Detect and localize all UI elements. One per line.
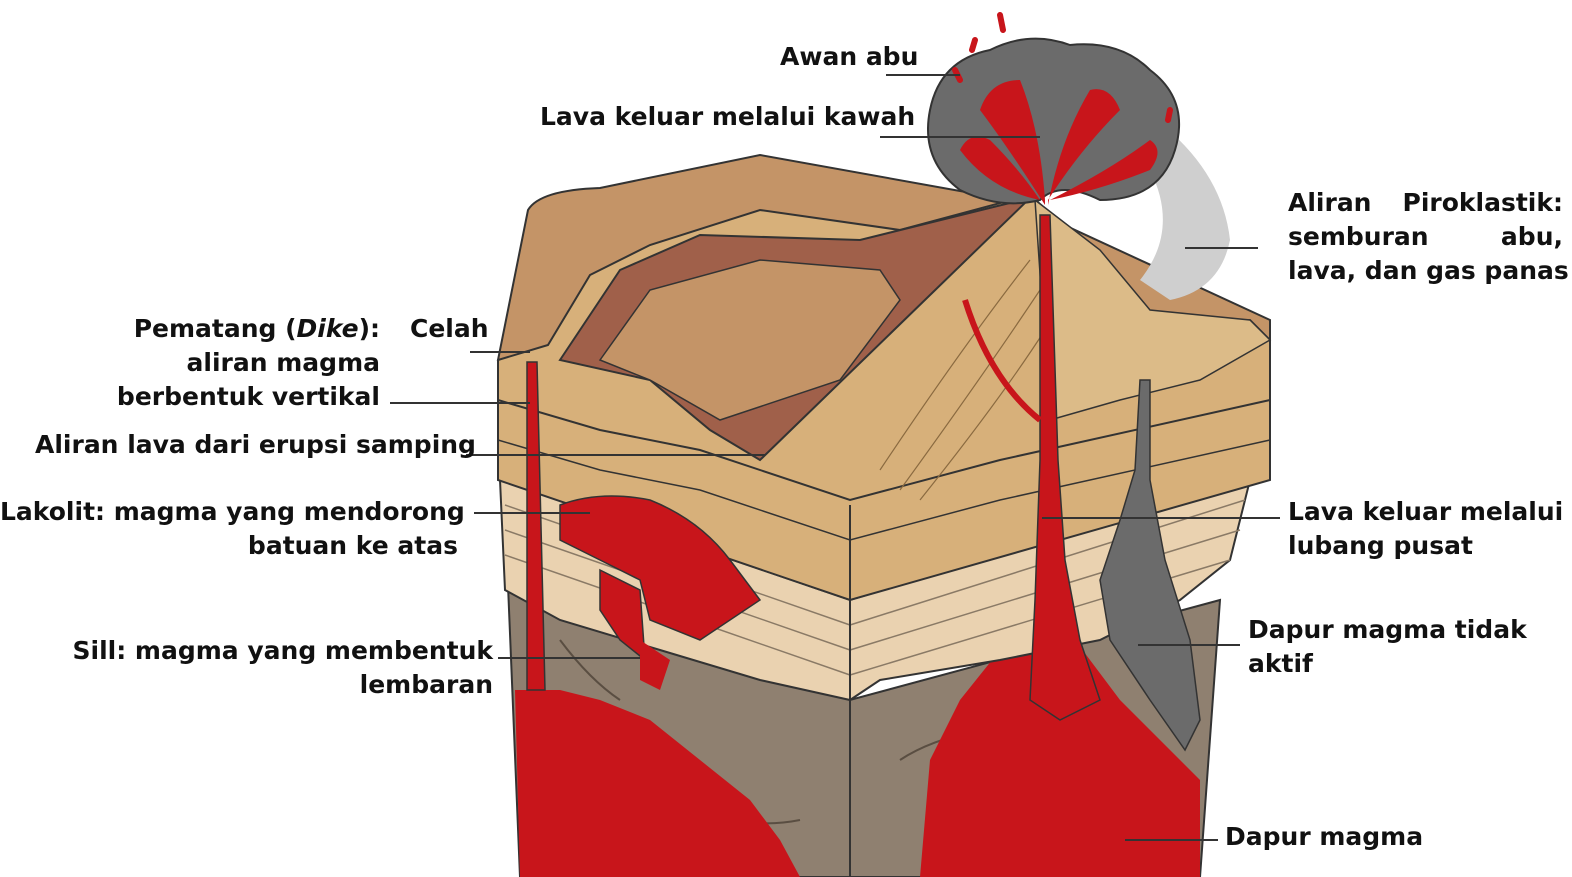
label-lava-pusat: Lava keluar melalui lubang pusat <box>1288 495 1563 563</box>
label-lakolit: Lakolit: magma yang mendorong batuan ke … <box>0 495 458 563</box>
label-aliran-samping: Aliran lava dari erupsi samping <box>35 428 476 462</box>
label-dike: Pematang (Dike): aliran magma berbentuk … <box>110 312 380 414</box>
label-sill: Sill: magma yang membentuk lembaran <box>60 634 493 702</box>
label-lava-kawah: Lava keluar melalui kawah <box>540 100 915 134</box>
label-awan-abu: Awan abu <box>780 40 918 74</box>
label-dapur-magma: Dapur magma <box>1225 820 1423 854</box>
label-piroklastik: Aliran Piroklastik: semburan abu, lava, … <box>1288 186 1563 288</box>
label-dapur-tidak-aktif: Dapur magma tidak aktif <box>1248 613 1527 681</box>
label-celah: Celah <box>410 312 489 346</box>
